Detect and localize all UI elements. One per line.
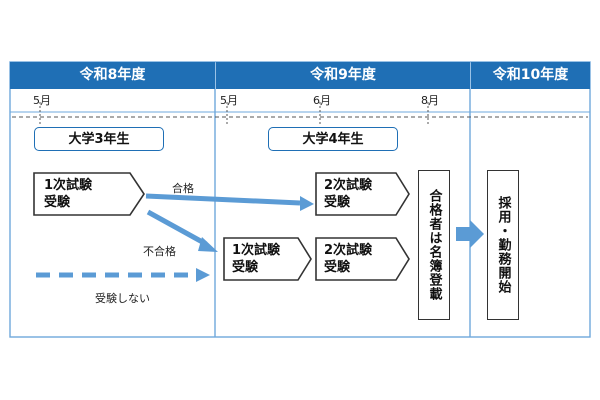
pass-label: 合格 — [172, 182, 194, 195]
header-r10: 令和10年度 — [471, 62, 590, 89]
no-exam-label: 受験しない — [95, 292, 150, 305]
month-6-r9: 6月 — [313, 94, 331, 107]
first-exam-r9-line1: 1次試験 — [232, 243, 281, 258]
first-exam-r8-line1: 1次試験 — [44, 178, 93, 193]
hire-box: 採用・勤務開始 — [487, 170, 519, 320]
header-r8: 令和8年度 — [10, 62, 215, 89]
pentagon-second-exam-bottom — [315, 237, 410, 281]
fail-arrow-shaft — [146, 209, 208, 247]
first-exam-r8-line2: 受験 — [44, 195, 71, 210]
first-exam-r8-text: 1次試験 受験 — [44, 177, 92, 211]
no-exam-arrow-head — [196, 268, 210, 282]
pass-arrow-head — [300, 196, 314, 211]
month-8-r9: 8月 — [421, 94, 439, 107]
pass-arrow-shaft — [145, 193, 301, 206]
fail-label: 不合格 — [143, 245, 176, 258]
second-exam-top-text: 2次試験 受験 — [324, 177, 372, 211]
pentagon-second-exam-top — [315, 172, 410, 216]
to-hire-arrow — [456, 220, 484, 248]
second-exam-top-line2: 受験 — [324, 195, 351, 210]
pentagon-first-exam-r8 — [33, 172, 145, 216]
first-exam-r9-line2: 受験 — [232, 260, 259, 275]
second-exam-bottom-line2: 受験 — [324, 260, 351, 275]
second-exam-bottom-text: 2次試験 受験 — [324, 242, 372, 276]
pentagon-first-exam-r9 — [223, 237, 312, 281]
second-exam-bottom-line1: 2次試験 — [324, 243, 373, 258]
header-r9: 令和9年度 — [216, 62, 470, 89]
grade-3-badge: 大学3年生 — [34, 127, 164, 151]
second-exam-top-line1: 2次試験 — [324, 178, 373, 193]
fail-arrow-head — [198, 237, 218, 252]
month-5-r9: 5月 — [220, 94, 238, 107]
grade-4-badge: 大学4年生 — [268, 127, 398, 151]
month-5-r8: 5月 — [33, 94, 51, 107]
first-exam-r9-text: 1次試験 受験 — [232, 242, 280, 276]
registry-box: 合格者は名簿登載 — [418, 170, 450, 320]
